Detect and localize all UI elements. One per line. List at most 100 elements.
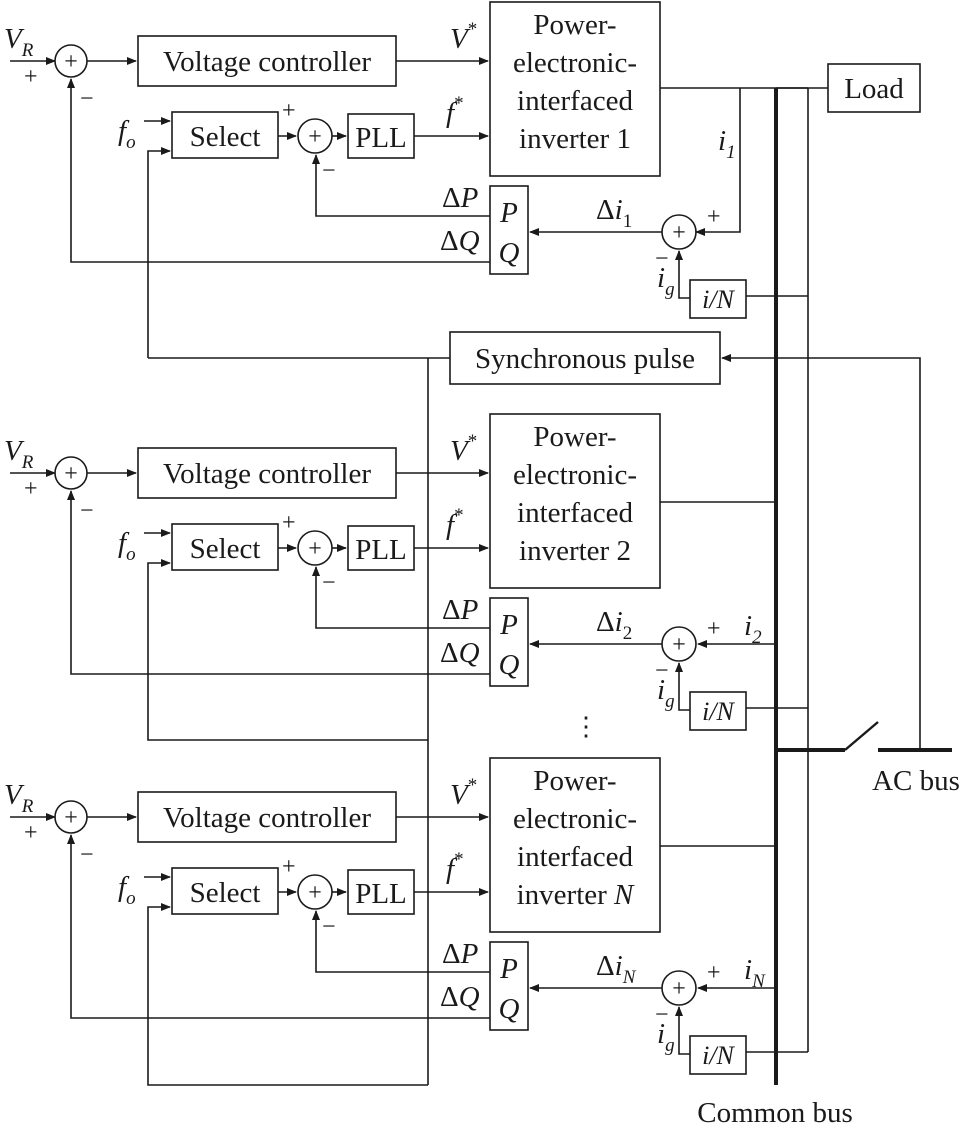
inverter-label-line: inverter 1 (519, 123, 631, 155)
v-star-label: V* (450, 19, 477, 55)
select-box (171, 111, 279, 159)
select-label: Select (190, 877, 261, 909)
freq-sum-minus: − (322, 570, 336, 596)
f-o-label: fo (118, 527, 136, 565)
i-k-label: iN (744, 954, 766, 992)
i-over-n-box (689, 691, 747, 731)
ac-bus-label: AC bus (872, 765, 960, 797)
i-k-label: i1 (718, 125, 736, 163)
voltage-sum-minus: − (80, 498, 94, 524)
i-over-n-label: i/N (702, 285, 735, 314)
pq-q-label: Q (499, 237, 520, 269)
delta-q-feedback (67, 78, 490, 263)
delta-q-label: ΔQ (440, 981, 480, 1013)
inverter-label-line: Power- (533, 765, 616, 797)
freq-sum-plus: + (282, 98, 296, 124)
pq-p-label: P (499, 953, 518, 985)
inverter-label-line: Power- (533, 421, 616, 453)
select-label: Select (190, 533, 261, 565)
ac-bus-sync-wire (721, 354, 921, 750)
i-over-n-label: i/N (702, 1041, 735, 1070)
i-g-feedback (675, 250, 690, 299)
i-over-n-label: i/N (702, 697, 735, 726)
f-star-label: f* (446, 849, 464, 885)
v-star-label: V* (450, 775, 477, 811)
current-sum-sign: + (672, 976, 686, 1002)
inverter-label-line: electronic- (513, 459, 637, 491)
freq-sum-sign: + (308, 536, 322, 562)
inverter-label-line: inverter 2 (519, 535, 631, 567)
inverter-unit-3: VR++−Voltage controllerV*Power-electroni… (4, 757, 808, 1086)
select-box (171, 867, 279, 915)
ellipsis-mark: ⋮ (573, 712, 599, 741)
select-label: Select (190, 121, 261, 153)
v-ref-plus: + (24, 64, 38, 90)
current-sum-sign: + (672, 632, 686, 658)
pq-box (489, 597, 529, 687)
freq-sum-sign: + (308, 124, 322, 150)
load-label: Load (844, 73, 904, 105)
pll-box (347, 113, 415, 159)
sync-to-select-wire (147, 147, 171, 358)
v-ref-label: VR (4, 435, 34, 473)
pll-label: PLL (355, 534, 407, 566)
i-g-label: ig (657, 1018, 675, 1056)
load-box (827, 63, 921, 113)
voltage-controller-box (137, 791, 397, 843)
inverter-units: VR++−Voltage controllerV*Power-electroni… (4, 1, 808, 1086)
inverter-label-line: interfaced (517, 841, 633, 873)
pll-label: PLL (355, 878, 407, 910)
inverter-unit-2: VR++−Voltage controllerV*Power-electroni… (4, 413, 808, 741)
delta-i-label: Δi2 (596, 606, 632, 644)
delta-p-feedback (312, 910, 490, 973)
inverter-label-line: electronic- (513, 47, 637, 79)
inverter-label-line: inverter N (517, 879, 635, 911)
synchronous-pulse-box (449, 331, 721, 385)
current-sum-minus: − (655, 246, 669, 272)
inverter-label-line: Power- (533, 9, 616, 41)
delta-p-feedback (312, 154, 490, 217)
freq-sum-minus: − (322, 914, 336, 940)
inverter-label-line: electronic- (513, 803, 637, 835)
current-sum-plus: + (707, 204, 721, 230)
voltage-sum-plus: + (64, 49, 78, 75)
current-sum-sign: + (672, 220, 686, 246)
pq-p-label: P (499, 197, 518, 229)
current-sum-minus: − (655, 658, 669, 684)
inverter-unit-1: VR++−Voltage controllerV*Power-electroni… (4, 1, 808, 358)
v-ref-plus: + (24, 476, 38, 502)
v-ref-label: VR (4, 23, 34, 61)
v-ref-label: VR (4, 779, 34, 817)
delta-p-label: ΔP (442, 182, 478, 214)
voltage-sum-plus: + (64, 461, 78, 487)
inverter-box (489, 413, 661, 589)
pq-q-label: Q (499, 649, 520, 681)
pll-label: PLL (355, 122, 407, 154)
pq-box (489, 185, 529, 275)
delta-q-label: ΔQ (440, 225, 480, 257)
common-bus-label: Common bus (697, 1097, 853, 1129)
delta-i-label: ΔiN (596, 950, 637, 988)
pq-q-label: Q (499, 993, 520, 1025)
i1-measure-wire (695, 88, 741, 236)
inverter-box (489, 757, 661, 933)
breaker-switch (844, 721, 879, 751)
i-g-feedback (675, 1006, 690, 1055)
delta-p-label: ΔP (442, 938, 478, 970)
pq-box (489, 941, 529, 1031)
f-star-label: f* (446, 93, 464, 129)
v-star-label: V* (450, 431, 477, 467)
inverter-box (489, 1, 661, 177)
delta-i-label: Δi1 (596, 194, 632, 232)
inverter-label-line: interfaced (517, 85, 633, 117)
i-g-label: ig (657, 674, 675, 712)
i-g-label: ig (657, 262, 675, 300)
inverter-label-line: interfaced (517, 497, 633, 529)
current-sum-minus: − (655, 1002, 669, 1028)
delta-q-feedback (67, 490, 490, 675)
i-g-feedback (675, 662, 690, 711)
i-k-label: i2 (744, 610, 762, 648)
current-sum-plus: + (707, 960, 721, 986)
current-sum-plus: + (707, 616, 721, 642)
f-star-label: f* (446, 505, 464, 541)
